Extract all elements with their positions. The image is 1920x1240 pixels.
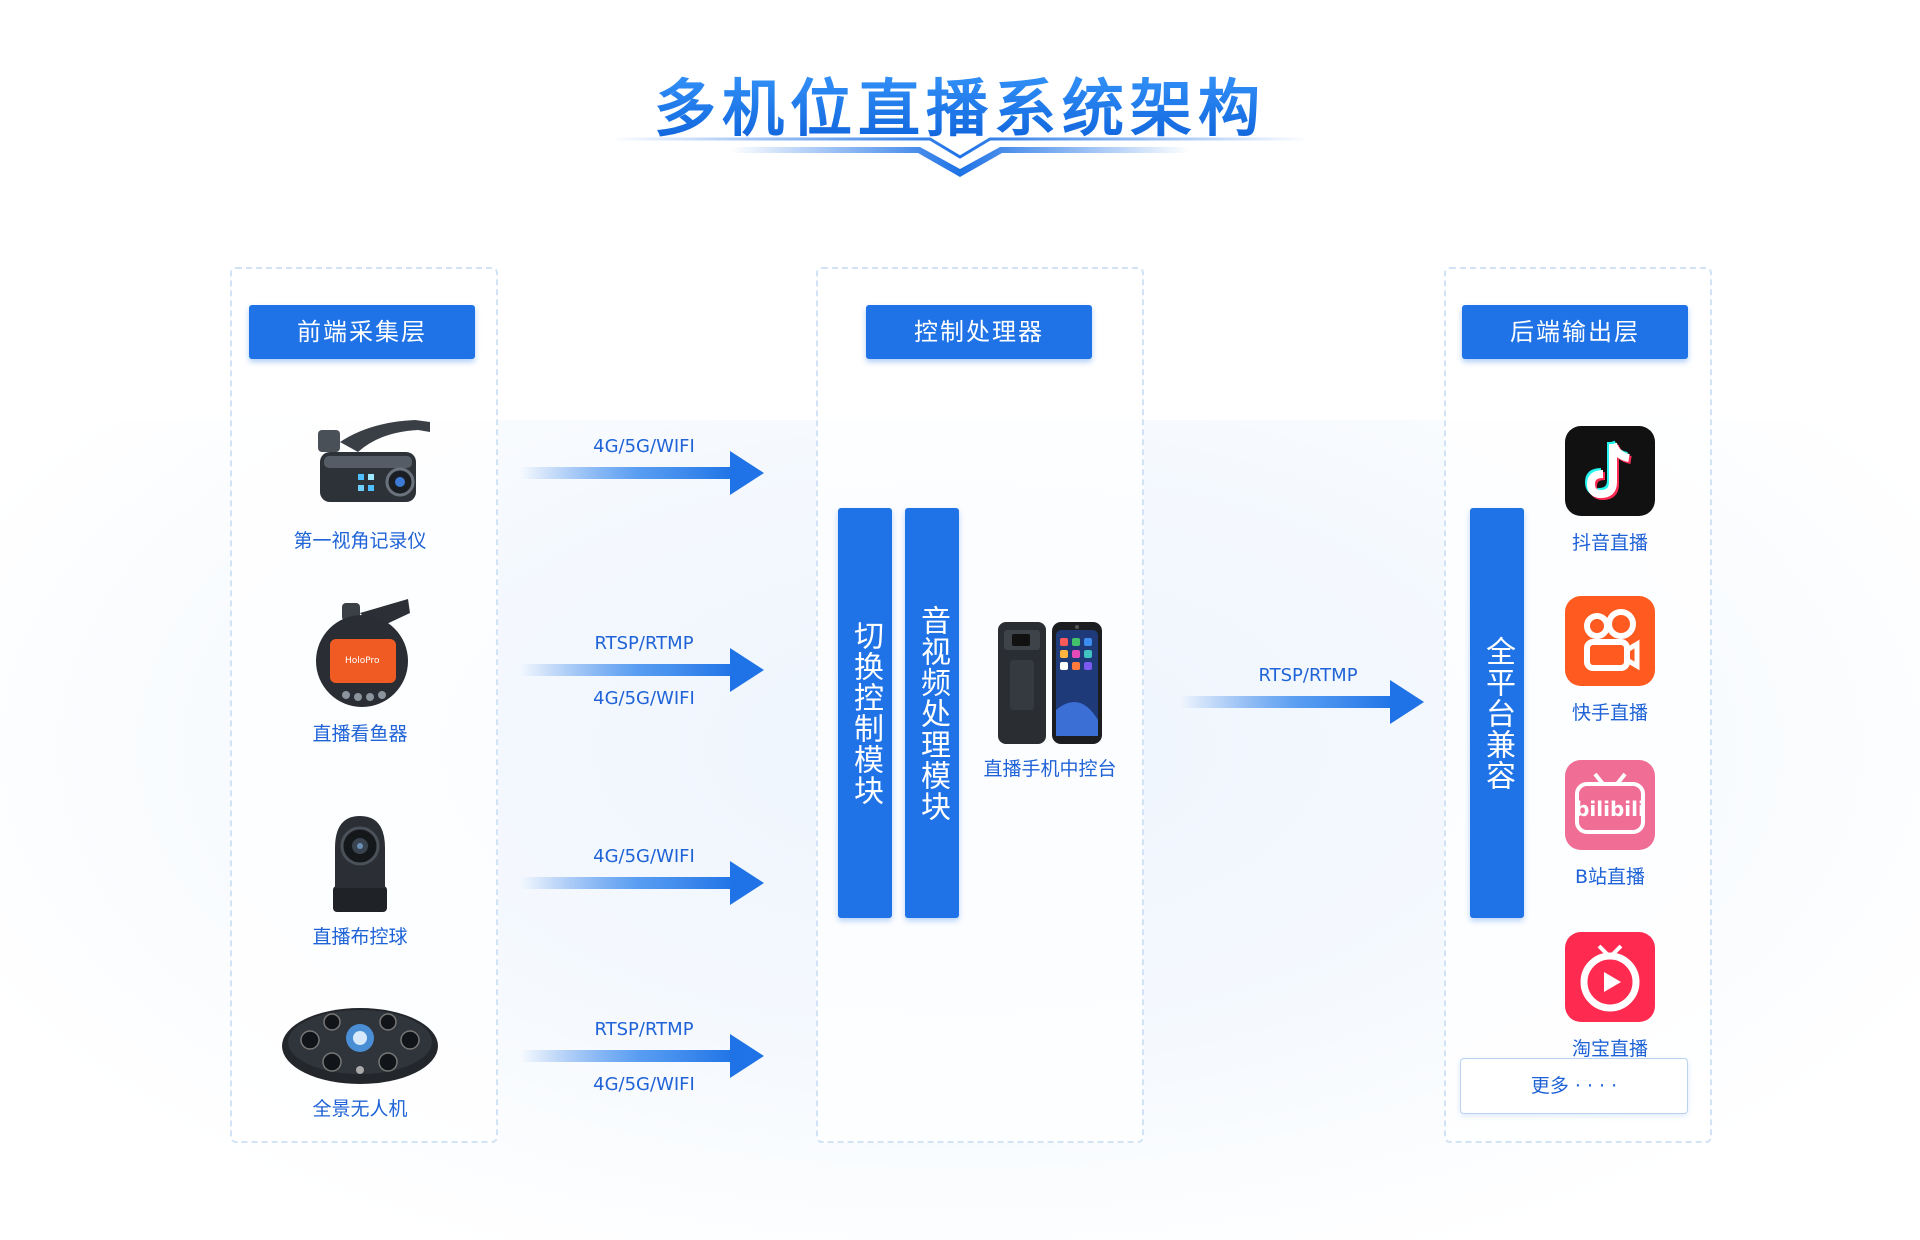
panoramic-drone-icon <box>282 1008 438 1084</box>
device-drone: 全景无人机 <box>250 1000 470 1121</box>
back-output-header: 后端输出层 <box>1462 305 1688 359</box>
platform-bilibili: bilibili B站直播 <box>1530 760 1690 889</box>
arrow-right-icon <box>520 861 764 905</box>
platform-taobao: 淘宝直播 <box>1530 932 1690 1061</box>
platform-label-taobao: 淘宝直播 <box>1571 1038 1648 1060</box>
platform-label-douyin: 抖音直播 <box>1571 532 1648 554</box>
switch-control-module: 切换控制模块 <box>838 508 892 918</box>
platform-label-bilibili: B站直播 <box>1574 866 1646 888</box>
all-platform-compat-label: 全平台兼容 <box>1480 635 1515 791</box>
svg-text:bilibili: bilibili <box>1575 797 1645 821</box>
platform-label-kuaishou: 快手直播 <box>1571 702 1648 724</box>
switch-control-module-label: 切换控制模块 <box>848 620 883 806</box>
link-label-3-top: 4G/5G/WIFI <box>593 846 695 867</box>
all-platform-compat: 全平台兼容 <box>1470 508 1524 918</box>
arrow-right-icon <box>520 648 764 692</box>
page-title: 多机位直播系统架构 <box>0 58 1920 148</box>
douyin-icon <box>1565 426 1655 516</box>
link-label-4-top: RTSP/RTMP <box>594 1019 694 1040</box>
fish-camera-icon: HoloPro <box>316 599 410 707</box>
arrow-link-4 <box>520 1026 780 1086</box>
phone-console: 直播手机中控台 <box>975 620 1125 781</box>
link-label-2-top: RTSP/RTMP <box>594 633 694 654</box>
device-label-body-camera: 第一视角记录仪 <box>293 530 427 552</box>
more-platforms-button[interactable]: 更多 · · · · <box>1460 1058 1688 1114</box>
device-fish-camera: HoloPro 直播看鱼器 <box>250 595 470 746</box>
device-body-camera: 第一视角记录仪 <box>250 412 470 553</box>
av-processing-module-label: 音视频处理模块 <box>915 604 950 822</box>
processor-header: 控制处理器 <box>866 305 1092 359</box>
link-label-4-bottom: 4G/5G/WIFI <box>593 1074 695 1095</box>
platform-douyin: 抖音直播 <box>1530 426 1690 555</box>
arrow-right-icon <box>1180 680 1424 724</box>
arrow-right-icon <box>520 451 764 495</box>
taobao-live-icon <box>1565 932 1655 1022</box>
device-label-fish-camera: 直播看鱼器 <box>312 723 408 745</box>
title-chevron-decoration <box>610 137 1310 177</box>
front-capture-header: 前端采集层 <box>249 305 475 359</box>
device-label-ptz-dome: 直播布控球 <box>312 926 408 948</box>
arrow-link-2 <box>520 640 780 700</box>
arrow-link-1 <box>520 443 780 503</box>
arrow-link-out <box>1180 672 1440 732</box>
platform-kuaishou: 快手直播 <box>1530 596 1690 725</box>
arrow-right-icon <box>520 1034 764 1078</box>
arrow-link-3 <box>520 853 780 913</box>
link-label-1-top: 4G/5G/WIFI <box>593 436 695 457</box>
svg-text:HoloPro: HoloPro <box>345 656 380 666</box>
device-ptz-dome: 直播布控球 <box>250 808 470 949</box>
device-label-drone: 全景无人机 <box>312 1098 408 1120</box>
phones-icon <box>998 622 1102 744</box>
kuaishou-icon <box>1565 596 1655 686</box>
av-processing-module: 音视频处理模块 <box>905 508 959 918</box>
link-label-2-bottom: 4G/5G/WIFI <box>593 688 695 709</box>
phone-console-label: 直播手机中控台 <box>983 758 1117 780</box>
ptz-dome-camera-icon <box>333 816 387 912</box>
link-out-label: RTSP/RTMP <box>1258 665 1358 686</box>
bilibili-icon: bilibili <box>1565 760 1655 850</box>
front-capture-panel: 前端采集层 <box>230 267 498 1143</box>
body-camera-icon <box>318 420 430 502</box>
